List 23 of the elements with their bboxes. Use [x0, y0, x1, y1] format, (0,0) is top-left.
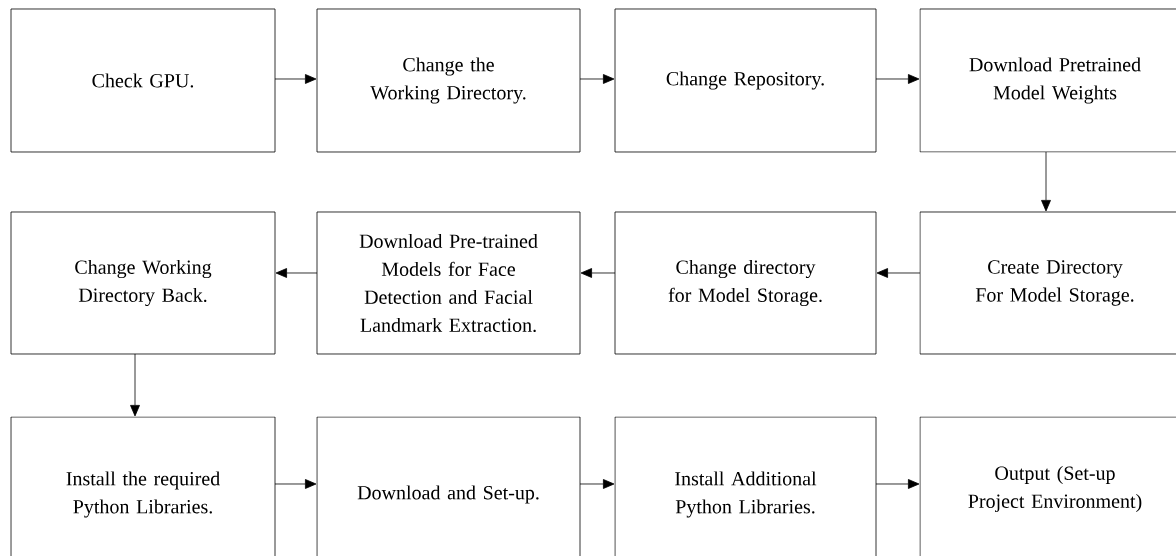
process-box: Change the Working Directory. — [316, 8, 581, 153]
arrow — [876, 268, 921, 278]
arrow — [579, 74, 615, 84]
process-box: Install Additional Python Libraries. — [614, 416, 877, 556]
process-box: Download and Set-up. — [316, 416, 581, 556]
process-box: Change directory for Model Storage. — [614, 211, 877, 355]
process-box: Output (Set-up Project Environment) — [919, 416, 1176, 556]
arrow — [1041, 151, 1051, 212]
process-box: Create Directory For Model Storage. — [919, 211, 1176, 355]
process-box: Download Pre-trained Models for Face Detection and Facial Landmark Extraction. — [316, 211, 581, 355]
arrow — [275, 268, 318, 278]
process-box: Change Working Directory Back. — [10, 211, 276, 355]
process-box: Install the required Python Libraries. — [10, 416, 276, 556]
arrow — [875, 74, 920, 84]
process-box: Change Repository. — [614, 8, 877, 153]
arrow — [580, 268, 616, 278]
arrow — [875, 479, 920, 489]
arrow — [579, 479, 615, 489]
arrow — [130, 353, 140, 417]
arrow — [274, 479, 317, 489]
process-box: Download Pretrained Model Weights — [919, 8, 1176, 153]
arrow — [274, 74, 317, 84]
process-box: Check GPU. — [10, 8, 276, 153]
